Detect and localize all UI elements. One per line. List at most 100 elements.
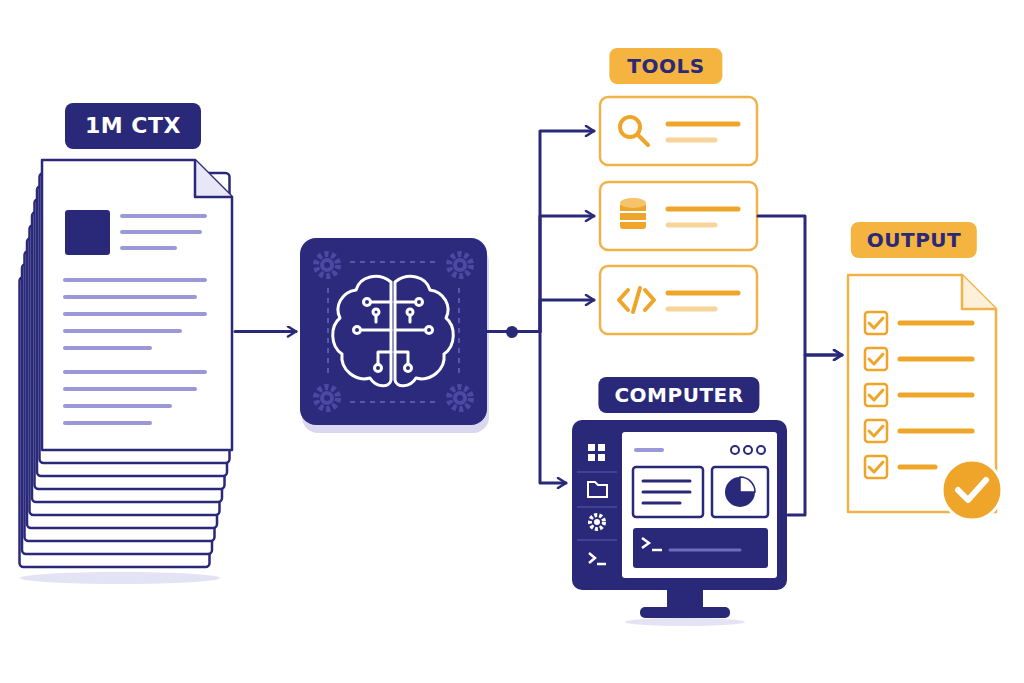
brain-processor-part-part [457,395,463,401]
computer-monitor-part-part [643,491,690,494]
brain-processor-part [324,262,463,401]
brain-processor-part-part [333,276,391,385]
database-icon-part [620,220,646,222]
brain-processor-part-part [426,327,433,334]
document-stack-part-part [65,370,205,374]
computer-monitor-part-part [744,446,752,454]
computer-monitor-part [572,420,787,590]
brain-processor-part-part [324,262,330,268]
database-icon-part [620,198,646,208]
brain-processor-part-part [373,309,379,315]
computer-monitor-part [640,607,730,618]
checklist-part [869,426,883,436]
brain-processor-part [395,276,453,385]
sidebar-icons-part [598,454,605,461]
tool-cards-part-part [668,223,715,228]
computer-monitor [572,420,787,626]
label-badge: OUTPUT [851,222,977,258]
brain-processor-part [316,254,471,409]
checklist-part [865,420,887,442]
brain-processor-part-part [449,387,471,409]
brain-processor-part-part [453,258,467,272]
document-stack-part-part [65,312,205,316]
document-stack-part-part [65,346,150,350]
brain-processor-part-part [320,391,334,405]
tool-box: TOOLS [600,97,757,165]
tool-cards-part-part [668,138,715,143]
document-stack-part [65,210,110,255]
document-stack-part [20,572,220,584]
sidebar-icons [588,444,607,564]
brain-processor-part-part [350,261,436,263]
tool-cards-part-part [668,207,738,212]
code-icon-part [633,288,640,312]
document-stack-part-part [65,295,195,299]
code-icon-part [619,290,628,310]
brain-processor-part-part [372,301,391,304]
checklist-part [869,390,883,400]
badge-holder: COMPUTER [598,377,759,413]
brain-processor-part-part [375,316,378,322]
label-badge: TOOLS [609,48,722,84]
document-stack-part-part [65,329,180,333]
label-badge: 1M CTX [65,103,201,149]
checklist [865,312,972,478]
brain-processor-part-part [364,299,371,306]
flow-arrow [788,355,842,515]
brain-processor-part-part [324,395,330,401]
checklist-part [865,312,887,334]
brain-processor-part-part [395,329,424,332]
brain-processor-part-part [395,301,414,304]
search-icon-part [638,135,648,145]
checklist-part [865,456,887,478]
brain-processor-part-part [453,391,467,405]
brain-processor-part-part [405,365,412,372]
computer-monitor-part-part [731,446,739,454]
brain-processor-part [320,258,467,405]
brain-processor-part-part [327,288,329,376]
flow-arrow [488,131,594,332]
flow-arrow [488,332,566,484]
flow-arrow [758,216,842,355]
computer-monitor-part-part [757,446,765,454]
flow-arrow [235,330,296,333]
sidebar-icons-part [597,563,606,566]
tool-cards-part-part [668,122,738,127]
checklist-part [869,462,883,472]
brain-processor-part-part [320,258,334,272]
document-stack-part-part [65,421,150,425]
brain-processor-part-part [354,327,361,334]
computer-monitor-part [633,528,768,568]
sidebar-icons-part [588,482,607,497]
computer-monitor-part [670,549,740,552]
brain-processor-part-part [316,387,338,409]
checklist-part [865,348,887,370]
checklist-part [869,318,883,328]
sidebar-icons-part [589,553,595,563]
brain-processor [300,238,489,433]
brain-processor-part-part [378,352,391,364]
output-document-part [942,460,1002,520]
search-icon [620,117,648,145]
brain-processor-part-part [395,276,453,385]
brain-processor-part-part [395,352,408,364]
brain-processor-part-part [407,309,413,315]
tool-cards-part-part [668,291,738,296]
code-icon-part [645,290,654,310]
brain-processor-part-part [457,262,463,268]
document-stack [20,160,233,584]
brain-processor-part-part [350,401,436,403]
document-stack-part [65,216,205,423]
computer-monitor-part [712,467,768,517]
computer-monitor-part [633,467,703,517]
computer-monitor-part [731,446,765,454]
output-document-part [958,480,986,500]
document-stack-part-part [65,404,170,408]
flow-arrow [488,216,594,332]
tool-cards-part [600,266,757,334]
checklist-part [865,384,887,406]
flow-arrow [488,300,594,332]
brain-node [300,238,487,425]
database-icon-part [620,211,646,213]
